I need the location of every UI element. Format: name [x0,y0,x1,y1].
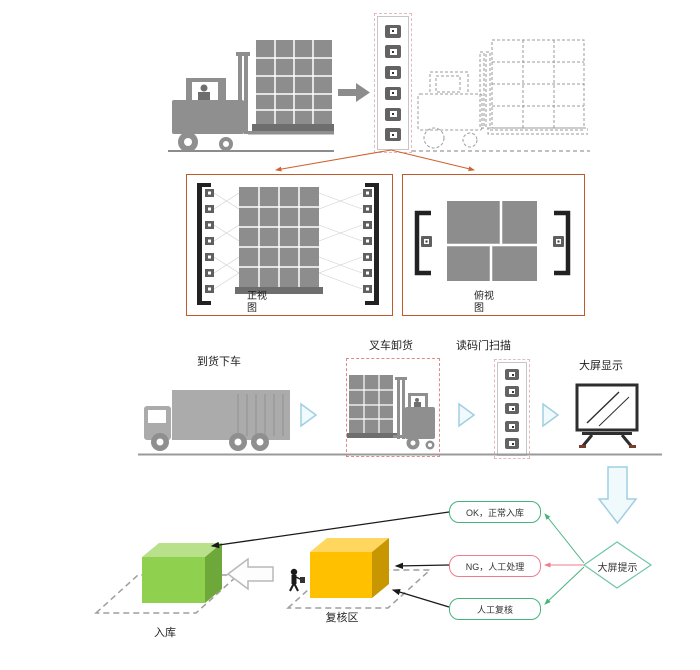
top-view-scan-illustration [414,201,571,281]
worker-icon [289,568,305,592]
scanner-gate [374,13,412,153]
forklift-loaded-icon [172,40,334,152]
scanner-icon [385,128,401,142]
scanner-icon [505,437,519,449]
scanner-icon [505,403,519,415]
top-view-panel [402,174,585,316]
scanner-icon [505,386,519,398]
scanner-icon [385,66,401,80]
scanner-gate-row [494,359,530,459]
scanner-icon [385,86,401,100]
storage-box [142,543,222,603]
forklift-loaded-dashed-icon [417,39,588,149]
top-view-label: 俯视图 [474,291,494,314]
front-view-panel [186,174,393,316]
decision-label: 大屏提示 [597,563,638,574]
step-display-label: 大屏显示 [579,360,623,372]
truck-icon [144,390,290,451]
step-scan-label: 读码门扫描 [456,340,511,352]
front-view-scan-illustration [197,183,379,305]
scanner-icon [505,420,519,432]
step-unload-label: 叉车卸货 [369,340,413,352]
forklift-unload-icon [347,375,435,450]
scanner-icon [385,107,401,121]
outcome-ok-pill: OK，正常入库 [449,501,541,523]
step-arrival-label: 到货下车 [197,356,241,368]
storage-label: 入库 [154,627,176,639]
outcome-ng-pill: NG，人工处理 [449,555,541,577]
scanner-icon [505,369,519,381]
scanner-icon [385,45,401,59]
recheck-area-label: 复核区 [325,612,359,624]
front-view-label: 正视图 [247,291,267,314]
forklift-unload-highlight-box [346,358,440,457]
recheck-box [310,538,389,598]
outcome-recheck-pill: 人工复核 [449,598,541,620]
scanner-icon [385,24,401,38]
big-screen-icon [575,383,639,448]
